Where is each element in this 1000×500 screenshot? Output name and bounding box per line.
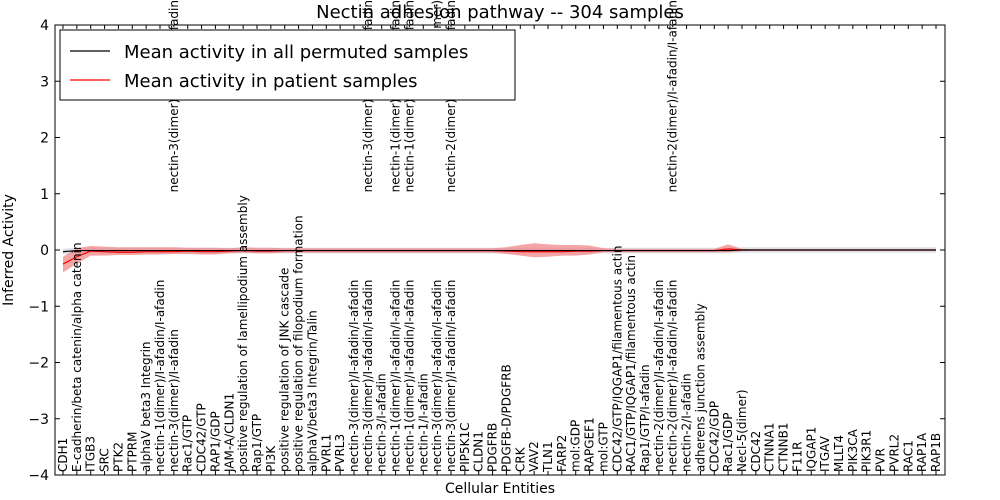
x-tick-label: IQGAP1 xyxy=(804,427,818,472)
x-tick-label: positive regulation of filopodium format… xyxy=(292,215,306,472)
x-tick-label: F11R xyxy=(790,441,804,472)
plot-area xyxy=(62,243,936,273)
y-tick-label: 0 xyxy=(40,243,49,259)
x-axis-label: Cellular Entities xyxy=(445,481,555,497)
x-tick-label: nectin-3/I-afadin xyxy=(375,373,389,472)
x-tick-label: alphaV beta3 Integrin xyxy=(139,341,153,472)
x-tick-label: nectin-2(dimer)/I-afadin/I-afadin xyxy=(666,280,680,472)
x-tick-label: JAM-A/CLDN1 xyxy=(222,393,236,473)
x-tick-label: CTNNB1 xyxy=(777,422,791,472)
x-tick-label: MLLT4 xyxy=(832,435,846,472)
x-tick-label: nectin-2(dimer)/I-afadin/I-afadin xyxy=(652,280,666,472)
x-tick-label: FARP2 xyxy=(555,435,569,472)
x-tick-label: ITGAV xyxy=(818,435,832,472)
x-tick-label: nectin-1(dimer)/I-afadin/I-afadin xyxy=(389,280,403,472)
x-tick-label: nectin-3(dimer)/I-afadin/I-afadin xyxy=(361,280,375,472)
x-tick-label: nectin-1(dimer)/I-afadin/I-afadin xyxy=(402,280,416,472)
x-tick-label: CDH1 xyxy=(56,438,70,472)
x-tick-label: VAV2 xyxy=(527,441,541,472)
legend-box xyxy=(59,29,516,101)
x-tick-label: RAP1A xyxy=(915,432,929,472)
y-tick-label: 3 xyxy=(40,74,49,90)
x-tick-label: PVRL2 xyxy=(887,434,901,472)
x-tick-label: CRK xyxy=(513,446,527,472)
y-tick-label: 4 xyxy=(40,18,49,34)
x-tick-label: PVR xyxy=(874,448,888,472)
x-tick-label: CDC42/GTP xyxy=(195,403,209,472)
x-tick-label: Rac1/GDP xyxy=(721,413,735,472)
x-tick-label: E-cadherin/beta catenin/alpha catenin xyxy=(70,242,84,472)
x-tick-label: PI3K xyxy=(264,445,278,472)
legend-label-permuted: Mean activity in all permuted samples xyxy=(124,42,468,63)
x-tick-label-cover xyxy=(665,27,680,218)
x-tick-label: RAPGEF1 xyxy=(583,417,597,472)
y-tick-label: −4 xyxy=(28,468,49,484)
x-tick-label: nectin-1(dimer)/I-afadin/I-afadin xyxy=(153,280,167,472)
x-tick-label: adherens junction assembly xyxy=(693,303,707,472)
legend-label-patient: Mean activity in patient samples xyxy=(124,71,418,92)
y-tick-label: −2 xyxy=(28,356,49,372)
x-tick-label: PVRL1 xyxy=(319,434,333,472)
x-tick-label: CDC42/GDP xyxy=(707,401,721,472)
x-tick-label: PTK2 xyxy=(111,442,125,472)
x-tick-label: RAC1 xyxy=(901,440,915,472)
legend: Mean activity in all permuted samples Me… xyxy=(59,29,516,101)
x-tick-label: PVRL3 xyxy=(333,434,347,472)
x-tick-label: Rap1/GTP/I-afadin xyxy=(638,364,652,472)
x-tick-label: RAP1B xyxy=(929,433,943,472)
chart-title: Nectin adhesion pathway -- 304 samples xyxy=(316,2,684,23)
x-tick-label: SRC xyxy=(98,448,112,472)
x-tick-label: PTPRM xyxy=(125,432,139,473)
line-permuted xyxy=(62,249,936,253)
x-tick-label: TLN1 xyxy=(541,441,555,473)
y-tick-label: 1 xyxy=(40,187,49,203)
x-tick-label: positive regulation of JNK cascade xyxy=(278,268,292,472)
x-tick-label: PIP5K1C xyxy=(458,422,472,472)
x-tick-label: PDGFB-D/PDGFRB xyxy=(499,364,513,472)
x-tick-label: nectin-2/I-afadin xyxy=(680,373,694,472)
x-tick-label: ITGB3 xyxy=(84,436,98,472)
x-tick-label: positive regulation of lamellipodium ass… xyxy=(236,195,250,472)
x-tick-label: CDC42/GTP/IQGAP1/filamentous actin xyxy=(610,246,624,472)
x-tick-label: RAC1/GTP/IQGAP1/filamentous actin xyxy=(624,255,638,472)
x-tick-label: CLDN1 xyxy=(472,431,486,472)
x-tick-label: PIK3CA xyxy=(846,428,860,472)
series-layer xyxy=(62,243,936,273)
x-tick-label: PIK3R1 xyxy=(860,430,874,472)
x-tick-label: CTNNA1 xyxy=(763,422,777,472)
x-tick-label: RAP1/GDP xyxy=(208,411,222,472)
x-tick-label: Rap1/GTP xyxy=(250,414,264,472)
x-tick-label: alphaV/beta3 Integrin/Talin xyxy=(305,310,319,472)
x-tick-label: CDC42 xyxy=(749,431,763,472)
y-tick-label: 2 xyxy=(40,131,49,147)
x-tick-label: nectin-3(dimer)/I-afadin/I-afadin xyxy=(430,280,444,472)
x-tick-label: Necl-5(dimer) xyxy=(735,389,749,472)
x-tick-label: nectin-3(dimer)/I-afadin/I-afadin xyxy=(444,280,458,472)
x-tick-label: mol:GDP xyxy=(569,420,583,472)
x-tick-label: nectin-3(dimer)/I-afadin/I-afadin xyxy=(347,280,361,472)
y-axis-label: Inferred Activity xyxy=(1,194,17,306)
x-tick-label: nectin-3(dimer)/I-afadin xyxy=(167,329,181,472)
x-tick-label: nectin-1/I-afadin xyxy=(416,373,430,472)
x-tick-label: mol:GTP xyxy=(596,422,610,472)
x-tick-label-overflow: nectin-2(dimer)/I-afadin/I-afadin xyxy=(666,0,680,192)
y-tick-label: −1 xyxy=(28,299,49,315)
x-tick-label: Rac1/GTP xyxy=(181,415,195,472)
x-tick-label: PDGFRB xyxy=(486,423,500,472)
y-tick-label: −3 xyxy=(28,412,49,428)
